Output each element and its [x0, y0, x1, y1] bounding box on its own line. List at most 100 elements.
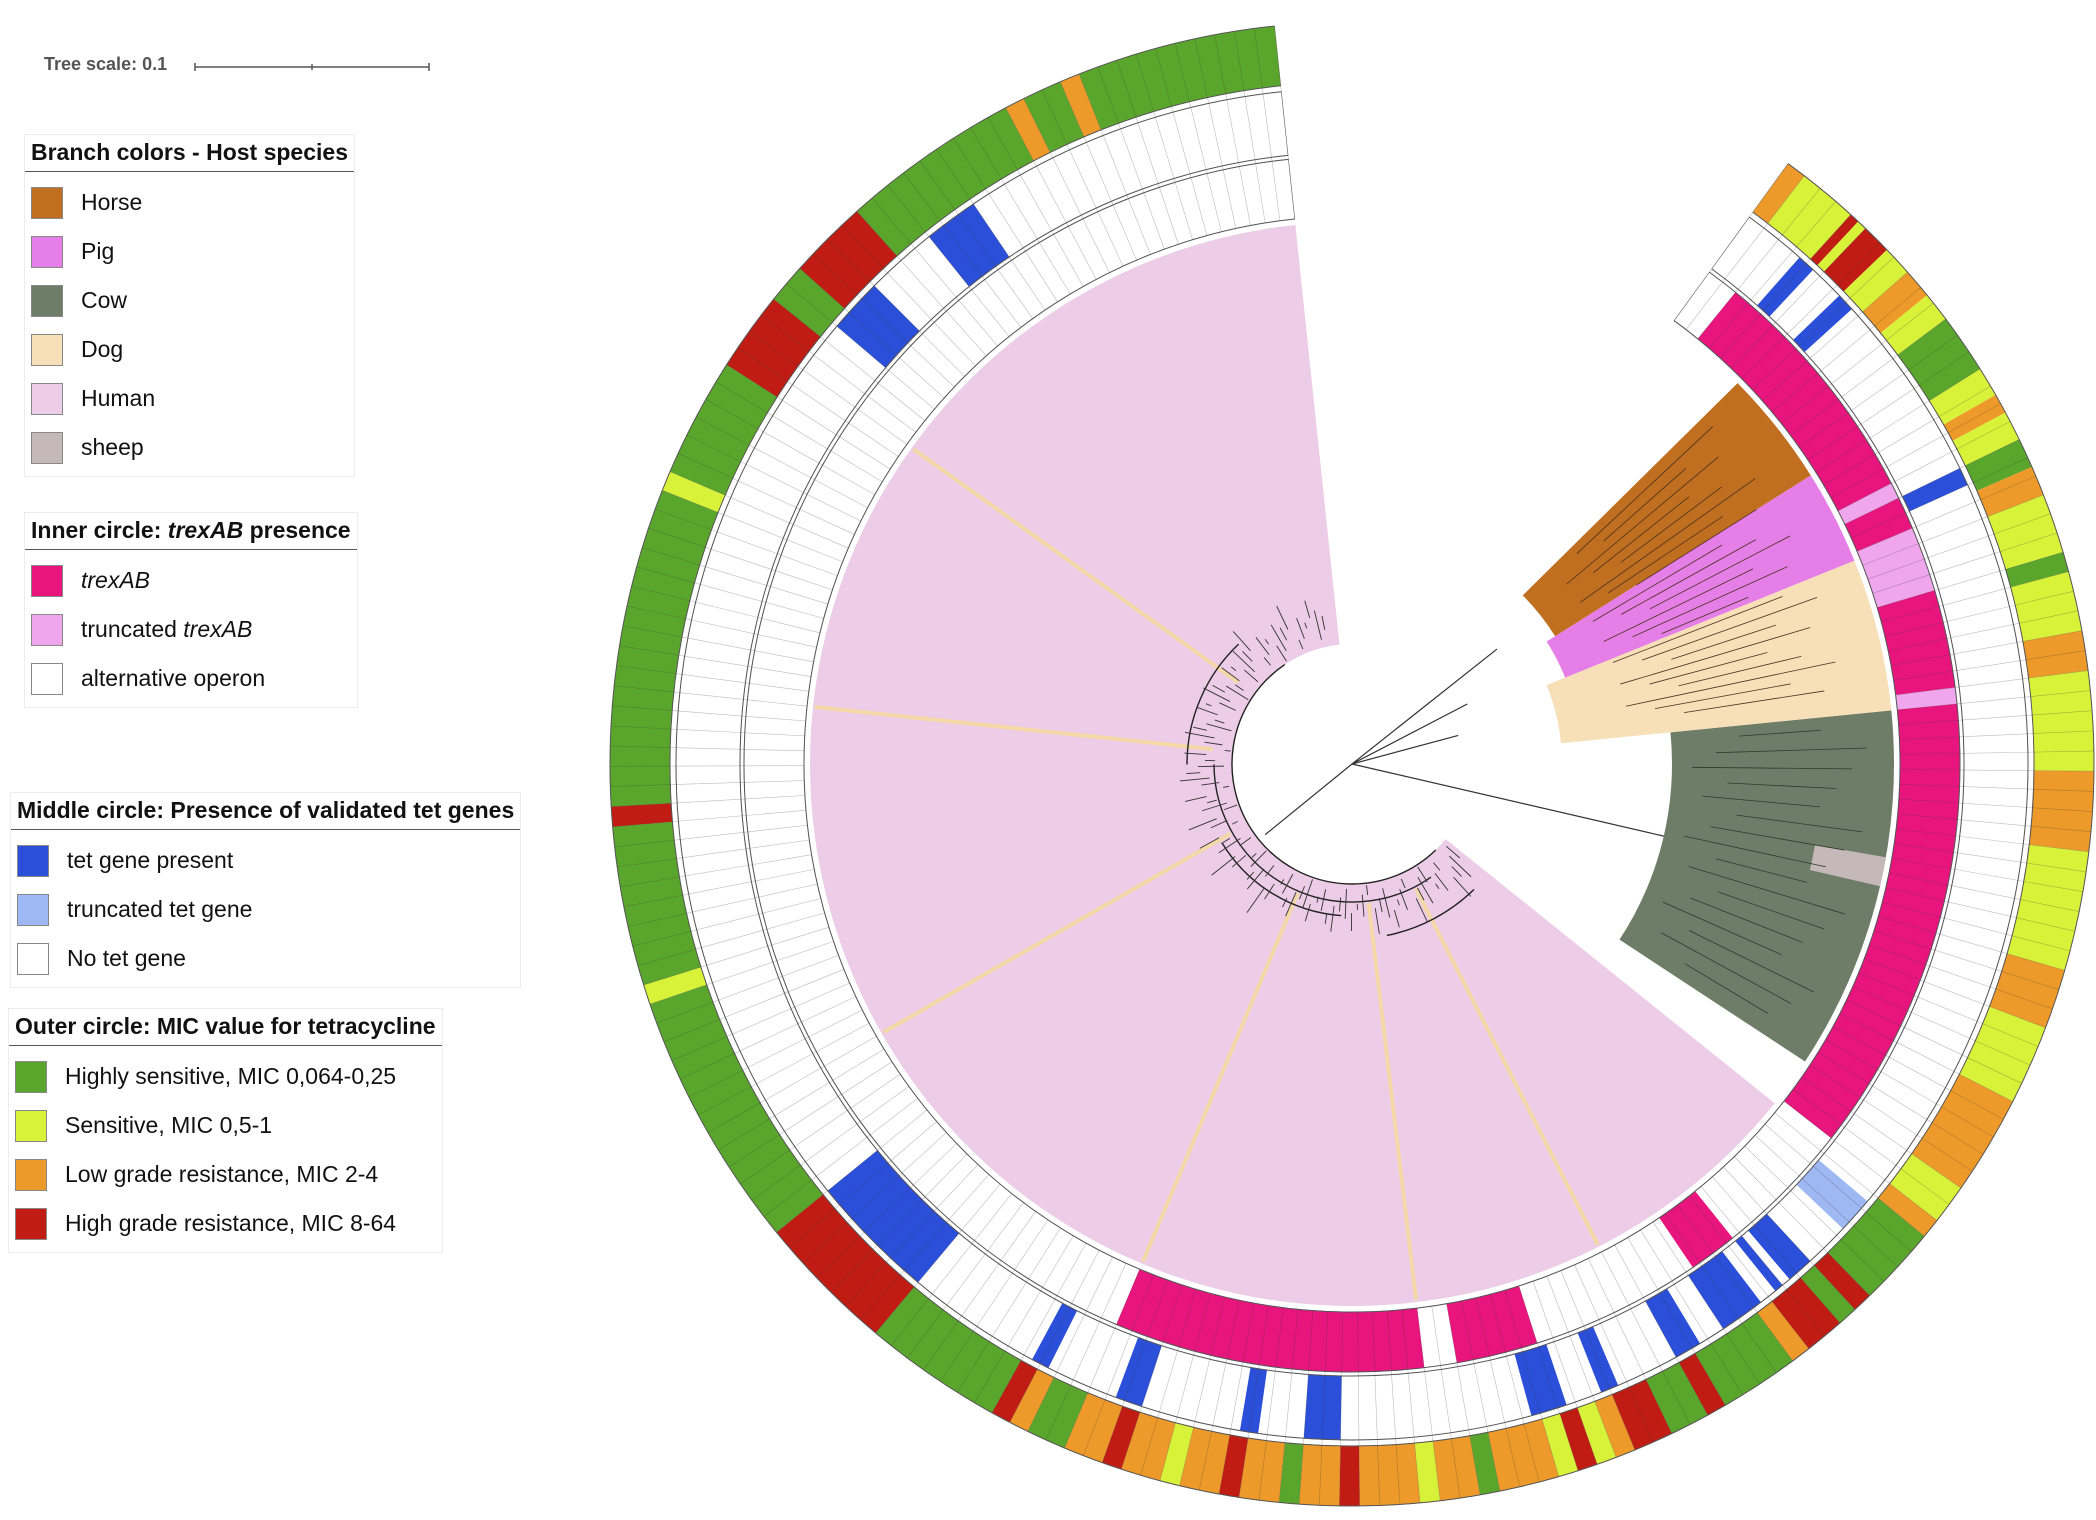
leaf-twig: [1179, 777, 1210, 782]
leaf-twig: [1230, 666, 1237, 671]
leaf-separator: [923, 1211, 1036, 1371]
leaf-separator: [830, 1153, 968, 1293]
leaf-separator: [1041, 89, 1124, 267]
leaf-separator: [1120, 1284, 1182, 1470]
leaf-twig: [1304, 622, 1308, 629]
leaf-twig: [1298, 639, 1304, 650]
dog-leaf-branch: [1366, 902, 1419, 1301]
leaf-separator: [1677, 1204, 1793, 1362]
leaf-separator: [887, 185, 1010, 337]
small-clade-branch: [1641, 597, 1818, 661]
leaf-separator: [614, 685, 808, 707]
outer-ring-cell: [1027, 1377, 1088, 1449]
ring-outline: [609, 25, 2095, 1507]
outer-ring-cell: [2005, 552, 2069, 588]
leaf-twig: [1204, 741, 1223, 746]
leaf-twig: [1417, 876, 1434, 904]
leaf-twig: [1214, 719, 1225, 724]
inner-ring-cell: [1697, 292, 1892, 511]
leaf-separator: [686, 434, 861, 522]
leaf-twig: [1232, 821, 1238, 825]
middle-ring-cell: [1645, 1288, 1701, 1358]
middle-ring-cell: [1735, 1235, 1783, 1291]
leaf-separator: [1278, 1309, 1299, 1503]
leaf-separator: [1258, 1307, 1284, 1501]
leaf-twig: [1374, 908, 1380, 934]
leaf-separator: [1614, 1244, 1708, 1416]
outer-ring-cell: [1064, 1392, 1123, 1463]
leaf-separator: [1825, 1039, 1994, 1138]
inner-ring-cell: [1116, 1269, 1425, 1372]
outer-ring-cell: [773, 268, 845, 337]
leaf-twig: [1186, 772, 1201, 774]
inner-ring-cell: [1838, 483, 1899, 525]
inner-ring-cell: [1895, 687, 1958, 710]
leaf-twig: [1400, 878, 1406, 889]
legend-label: Cow: [81, 287, 128, 313]
leaf-separator: [1731, 228, 1866, 369]
leaf-twig: [1210, 820, 1228, 829]
ring-outline: [739, 154, 1965, 1377]
small-clade-branch: [1603, 468, 1687, 542]
middle-ring-cell: [1115, 1337, 1162, 1407]
leaf-separator: [1116, 60, 1179, 245]
leaf-twig: [1338, 897, 1342, 912]
tree-scale-label: Tree scale: 0.1: [44, 54, 168, 74]
leaf-separator: [1896, 828, 2089, 853]
leaf-separator: [1844, 439, 2020, 525]
clade-cow: [1619, 710, 1895, 1062]
outer-ring-cell: [726, 299, 821, 397]
legend-item-high-resistance: High grade resistance, MIC 8-64: [15, 1199, 442, 1248]
outer-ring-cell: [799, 211, 897, 309]
outer-ring-cell: [1810, 214, 1859, 266]
legend-host-title: Branch colors - Host species: [25, 135, 354, 172]
cow-branch: [1684, 963, 1769, 1014]
outer-ring-cell: [1612, 1379, 1672, 1450]
outer-ring-cell: [1800, 1265, 1855, 1323]
leaf-separator: [1801, 1076, 1962, 1189]
leaf-twig: [1212, 684, 1226, 693]
highly-sensitive-swatch: [15, 1060, 47, 1093]
leaf-twig: [1205, 703, 1212, 707]
leaf-twig: [1193, 726, 1207, 731]
leaf-twig: [1206, 723, 1232, 732]
legend-item-horse: Horse: [31, 178, 354, 227]
leaf-separator: [616, 665, 809, 692]
leaf-separator: [1045, 1263, 1127, 1441]
leaf-twig: [1188, 818, 1217, 831]
leaf-separator: [1027, 1256, 1113, 1432]
leaf-separator: [1446, 1303, 1481, 1495]
leaf-separator: [688, 1009, 863, 1098]
leaf-twig: [1242, 651, 1253, 662]
leaf-separator: [622, 625, 814, 663]
leaf-separator: [1298, 1310, 1314, 1505]
leaf-twig: [1196, 706, 1218, 716]
leaf-separator: [1894, 843, 2087, 873]
leaf-twig: [1231, 854, 1247, 868]
leaf-twig: [1285, 892, 1297, 917]
leaf-twig: [1296, 618, 1305, 639]
leaf-separator: [1891, 858, 2083, 893]
high-resistance-swatch: [15, 1207, 47, 1240]
inner-ring-cell: [1446, 1285, 1538, 1363]
leaf-separator: [1179, 1296, 1225, 1486]
leaf-separator: [827, 238, 965, 377]
leaf-separator: [1159, 1293, 1211, 1481]
leaf-twig: [1211, 856, 1236, 876]
cow-branch: [1688, 930, 1814, 993]
leaf-twig: [1382, 888, 1391, 918]
leaf-separator: [726, 364, 891, 470]
leaf-separator: [1708, 201, 1836, 349]
legend-label: truncated: [81, 616, 184, 642]
leaf-separator: [1893, 650, 2086, 681]
legend-inner-title: Inner circle: trexAB presence: [25, 513, 357, 550]
outer-ring-cell: [1757, 1301, 1809, 1361]
cow-branch: [1702, 795, 1821, 808]
leaf-twig: [1330, 905, 1335, 932]
outer-ring-cell: [1889, 1153, 1961, 1221]
alternative-operon-swatch: [31, 662, 63, 695]
leaf-separator: [671, 982, 850, 1061]
legend-item-cow: Cow: [31, 276, 354, 325]
legend-inner-circle: Inner circle: trexAB presence trexAB tru…: [24, 512, 358, 708]
leaf-twig: [1251, 853, 1257, 858]
